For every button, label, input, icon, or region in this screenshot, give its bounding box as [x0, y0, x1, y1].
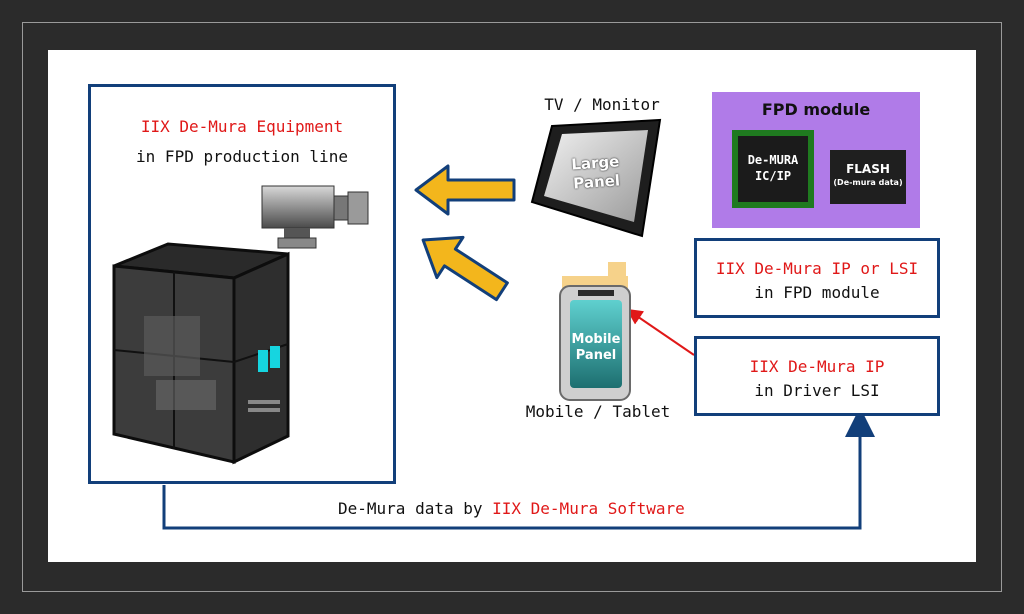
ip-or-lsi-box: IIX De-Mura IP or LSI in FPD module	[694, 238, 940, 318]
flash-label: FLASH	[846, 162, 890, 176]
equipment-cabinet-icon	[112, 242, 290, 465]
driver-lsi-box: IIX De-Mura IP in Driver LSI	[694, 336, 940, 416]
de-mura-chip: De-MURA IC/IP	[732, 130, 814, 208]
ip-or-lsi-title: IIX De-Mura IP or LSI	[715, 259, 919, 278]
ip-or-lsi-subtitle: in FPD module	[754, 283, 880, 302]
outer-frame	[22, 22, 1002, 592]
diagram-graphics	[112, 118, 875, 530]
tv-to-equipment-arrow	[414, 164, 516, 216]
mobile-panel-label-line1: Mobile	[571, 332, 621, 347]
chip-label-line2: IC/IP	[754, 169, 792, 183]
software-label-highlight: IIX De-Mura Software	[492, 499, 685, 518]
fpd-module-title: FPD module	[761, 100, 871, 119]
tv-caption: TV / Monitor	[544, 95, 660, 114]
mobile-panel-label-line2: Panel	[575, 348, 617, 363]
large-panel-icon	[530, 118, 662, 238]
mobile-caption: Mobile / Tablet	[525, 402, 671, 421]
flash-chip: FLASH (De-mura data)	[830, 150, 906, 204]
software-label: De-Mura data by IIX De-Mura Software	[338, 499, 685, 518]
equipment-box: IIX De-Mura Equipment in FPD production …	[88, 84, 396, 484]
mobile-to-equipment-arrow	[421, 235, 509, 302]
chip-label-line1: De-MURA	[747, 153, 799, 167]
driver-title: IIX De-Mura IP	[749, 357, 885, 376]
software-connector-line	[162, 407, 875, 530]
driver-subtitle: in Driver LSI	[754, 381, 880, 400]
fpd-module-card: FPD module De-MURA IC/IP FLASH (De-mura …	[712, 92, 920, 228]
camera-icon	[261, 185, 369, 249]
flash-sub-label: (De-mura data)	[833, 178, 903, 187]
diagram-canvas: IIX De-Mura Equipment in FPD production …	[48, 50, 976, 562]
equipment-subtitle: in FPD production line	[136, 147, 348, 166]
mobile-device-icon	[559, 262, 631, 401]
equipment-title: IIX De-Mura Equipment	[140, 117, 344, 136]
driver-to-mobile-arrow	[626, 308, 695, 356]
software-label-prefix: De-Mura data by	[338, 499, 493, 518]
